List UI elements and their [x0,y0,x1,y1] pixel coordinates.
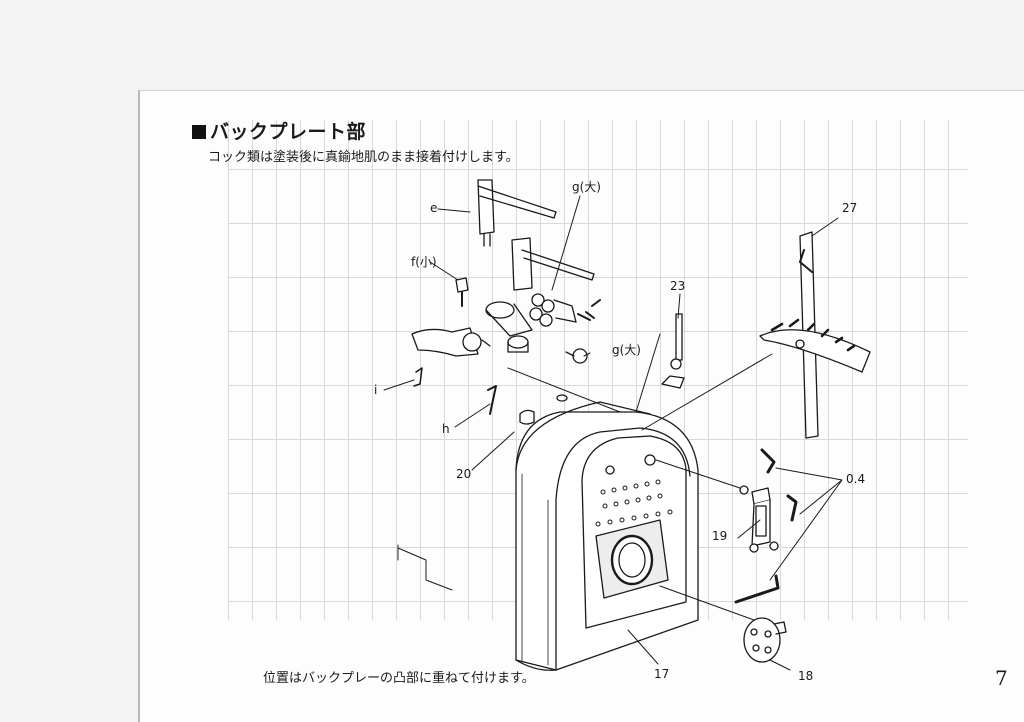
instruction-text: コック類は塗装後に真鍮地肌のまま接着付けします。 [208,150,519,165]
label-0-4: 0.4 [846,472,866,486]
reverser-lever-part-27 [759,231,871,439]
section-title: バックプレート部 [192,117,366,144]
dome-cap-part-20 [519,394,568,425]
page-number: 7 [995,666,1008,690]
firebox-door-part-18 [743,617,787,663]
section-title-text: バックプレート部 [210,121,367,143]
label-23: 23 [670,279,686,293]
label-19: 19 [712,529,728,543]
drain-cock-part-23 [661,313,685,389]
label-h: h [442,422,450,436]
wire-parts-0-4 [734,448,798,604]
label-27: 27 [842,201,858,215]
backplate-housing-part-17 [397,401,699,671]
leader-lines [383,195,843,671]
label-i: i [374,383,378,397]
label-e: e [430,201,438,215]
firehole-fitting-part-19 [739,485,779,553]
placement-note: 位置はバックプレーの凸部に重ねて付けます。 [263,671,535,686]
label-g-large-right: g(大) [612,343,641,357]
label-20: 20 [456,467,472,481]
rivet-rows [595,479,673,527]
label-18: 18 [798,669,814,683]
backhead-fittings-cluster [411,179,601,415]
label-g-large-top: g(大) [572,180,601,194]
label-f-small: f(小) [411,255,437,269]
label-17: 17 [654,667,670,681]
square-bullet-icon [192,125,206,139]
